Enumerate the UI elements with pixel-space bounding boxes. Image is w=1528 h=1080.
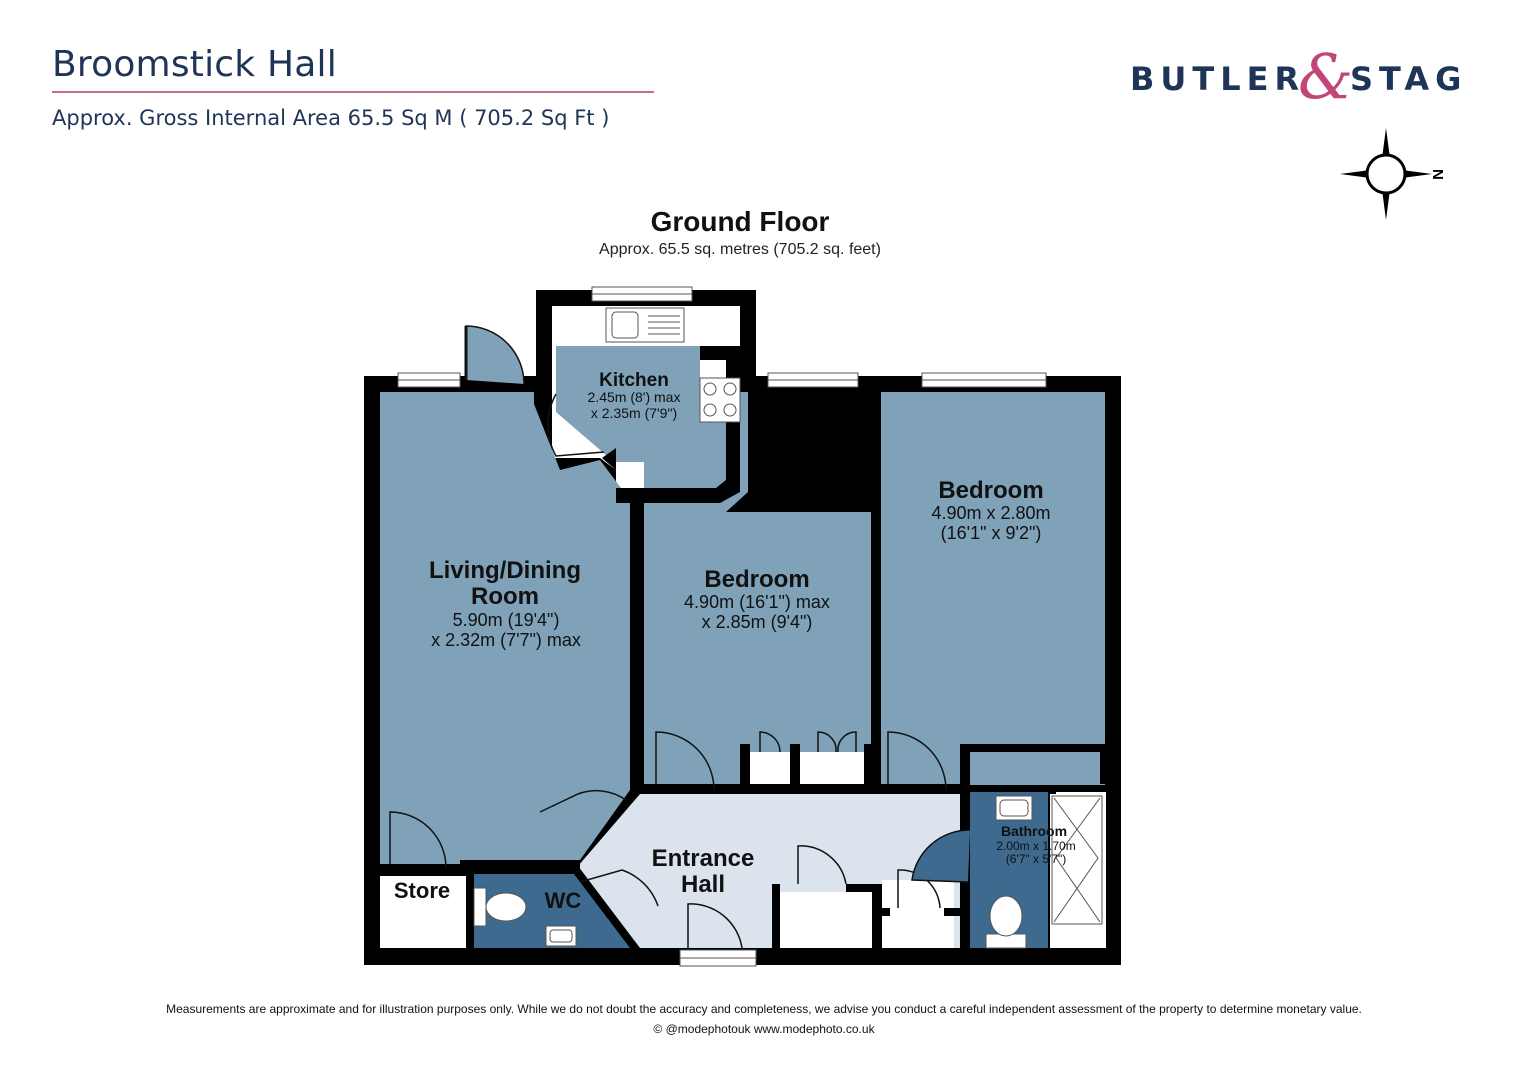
floor-name: Ground Floor bbox=[651, 206, 830, 237]
compass-rose-icon: N bbox=[1340, 128, 1446, 220]
title-divider bbox=[52, 91, 654, 93]
bedroom2-dim2: (16'1" x 9'2") bbox=[941, 523, 1042, 543]
bathroom-dim1: 2.00m x 1.70m bbox=[996, 839, 1075, 853]
bathroom-dim2: (6'7" x 5'7") bbox=[1006, 852, 1066, 866]
living-dim2: x 2.32m (7'7") max bbox=[431, 630, 581, 650]
kitchen-label: Kitchen bbox=[599, 370, 669, 391]
wc-label: WC bbox=[545, 888, 582, 913]
bedroom1-label: Bedroom bbox=[704, 566, 809, 593]
bedroom1-dim1: 4.90m (16'1") max bbox=[684, 592, 830, 612]
logo-word-left: BUTLER bbox=[1130, 60, 1306, 98]
hall-label-line2: Hall bbox=[681, 871, 725, 898]
basin-icon bbox=[545, 795, 1033, 947]
windows bbox=[397, 286, 1047, 967]
hob-icon bbox=[699, 377, 741, 423]
butler-stag-logo: BUTLER & STAG bbox=[1128, 40, 1478, 114]
doors bbox=[389, 325, 971, 949]
bedroom2-label: Bedroom bbox=[938, 477, 1043, 504]
kitchen-dim2: x 2.35m (7'9") bbox=[591, 405, 677, 421]
living-label-line2: Room bbox=[471, 583, 539, 610]
bathroom-label: Bathroom bbox=[1001, 823, 1067, 839]
store-label: Store bbox=[394, 878, 450, 903]
shower-tray-icon bbox=[1051, 795, 1103, 925]
bedroom1-dim2: x 2.85m (9'4") bbox=[702, 612, 813, 632]
property-title: Broomstick Hall bbox=[52, 44, 337, 85]
disclaimer-text: Measurements are approximate and for ill… bbox=[166, 1002, 1362, 1016]
living-label-line1: Living/Dining bbox=[429, 557, 581, 584]
gross-area-summary: Approx. Gross Internal Area 65.5 Sq M ( … bbox=[52, 106, 610, 130]
hall-label-line1: Entrance bbox=[652, 845, 755, 872]
room-fills bbox=[380, 306, 1106, 948]
kitchen-sink-icon bbox=[605, 307, 685, 343]
photo-credit: © @modephotouk www.modephoto.co.uk bbox=[653, 1022, 875, 1036]
toilet-icon bbox=[473, 887, 1027, 949]
living-dim1: 5.90m (19'4") bbox=[453, 610, 560, 630]
logo-word-right: STAG bbox=[1350, 60, 1468, 98]
compass-north-label: N bbox=[1429, 169, 1446, 180]
logo-ampersand: & bbox=[1298, 40, 1354, 113]
bedroom2-dim1: 4.90m x 2.80m bbox=[931, 503, 1050, 523]
kitchen-dim1: 2.45m (8') max bbox=[588, 389, 681, 405]
floor-area: Approx. 65.5 sq. metres (705.2 sq. feet) bbox=[599, 241, 881, 258]
